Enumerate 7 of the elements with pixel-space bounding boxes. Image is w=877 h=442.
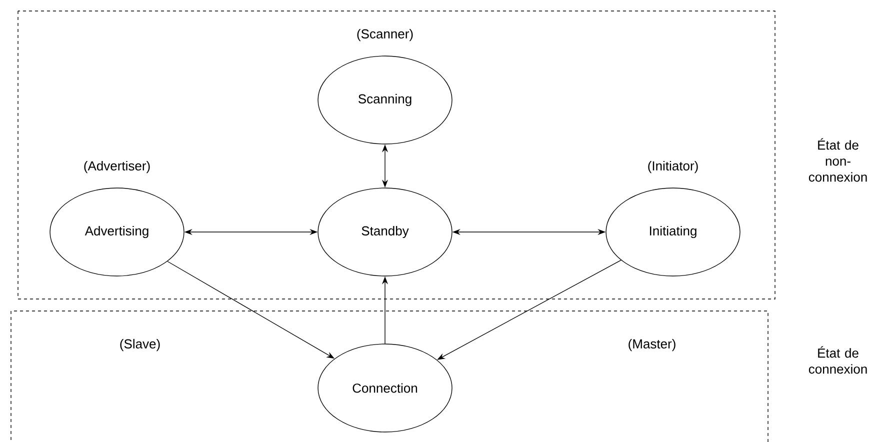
role-label: (Master) <box>628 338 676 352</box>
role-label: (Initiator) <box>648 160 698 174</box>
node-label: État de connexion <box>808 346 867 374</box>
node-label: État de non-connexion <box>808 138 867 182</box>
role-label: (Scanner) <box>357 28 413 42</box>
role-label: (Slave) <box>120 338 160 352</box>
role-label: (Advertiser) <box>84 160 150 174</box>
